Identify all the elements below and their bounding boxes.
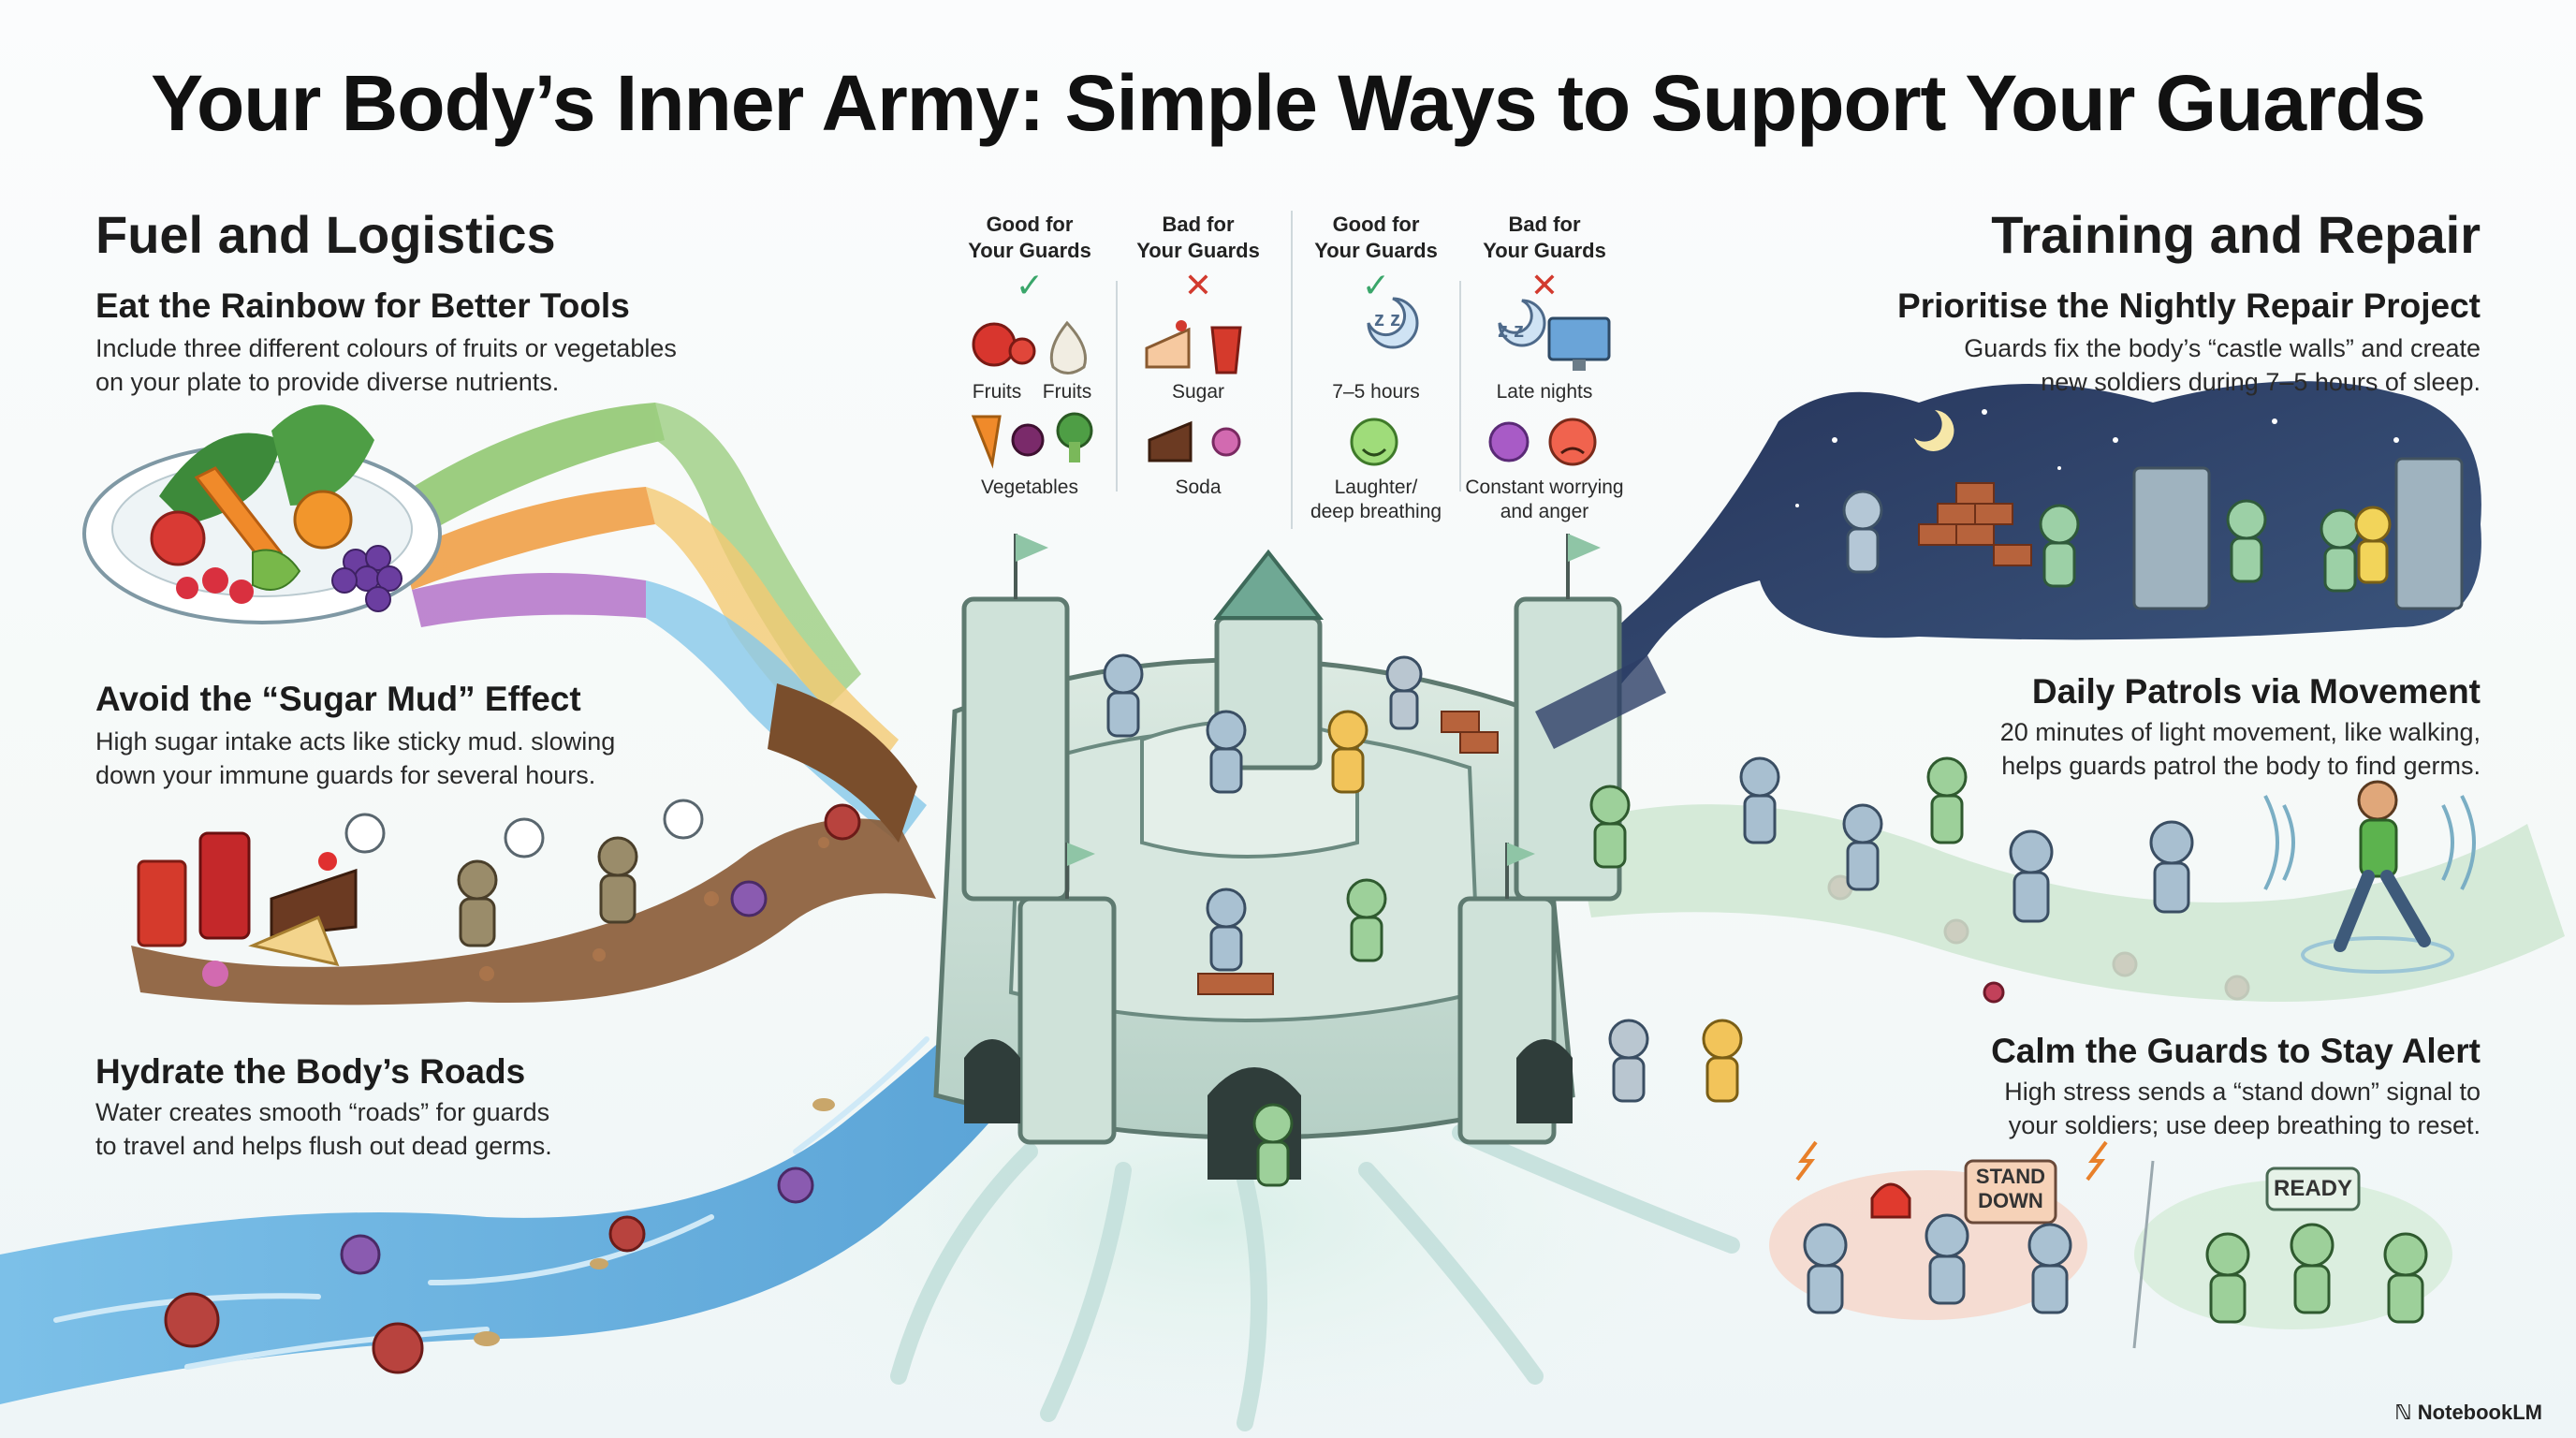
stress-scene <box>1769 1140 2452 1349</box>
zz-text: z z <box>1374 307 1401 330</box>
table-icons <box>971 297 1611 469</box>
soda-cup-icon <box>1210 326 1242 374</box>
germ-icon <box>1488 421 1530 462</box>
left-item-1-text: Include three different colours of fruit… <box>95 334 677 396</box>
table-label-late-nights: Late nights <box>1496 381 1593 403</box>
broccoli-icon <box>1056 412 1093 462</box>
beet-icon <box>1011 423 1045 457</box>
cross-icon: ✕ <box>1183 266 1213 304</box>
right-item-2-text: 20 minutes of light movement, like walki… <box>1999 718 2481 780</box>
castle-illustration <box>933 534 1743 1187</box>
right-item-1-heading: Prioritise the Nightly Repair Project <box>1897 286 2481 325</box>
cake-icon <box>1145 320 1191 369</box>
left-item-3-text: Water creates smooth “roads” for guards … <box>95 1098 552 1160</box>
left-item-3-heading: Hydrate the Body’s Roads <box>95 1052 526 1091</box>
table-label-sleep-hours: 7–5 hours <box>1332 381 1420 403</box>
patrol-path <box>1573 756 2565 1002</box>
check-icon: ✓ <box>1015 266 1045 304</box>
mud-road <box>131 683 936 1005</box>
left-section-heading: Fuel and Logistics <box>95 205 556 264</box>
table-label-soda: Soda <box>1175 477 1222 498</box>
zz-text: z z <box>1498 318 1525 342</box>
carrot-icon <box>971 415 1002 469</box>
left-item-1-heading: Eat the Rainbow for Better Tools <box>95 286 630 325</box>
page-title: Your Body’s Inner Army: Simple Ways to S… <box>151 59 2426 147</box>
right-item-3-text: High stress sends a “stand down” signal … <box>2004 1078 2481 1139</box>
produce-plate <box>82 404 442 624</box>
chocolate-cake-icon <box>1148 420 1193 462</box>
moon-sleep-icon <box>1367 297 1419 349</box>
table-label-vegetables: Vegetables <box>981 477 1078 498</box>
right-item-1-text: Guards fix the body’s “castle walls” and… <box>1964 334 2481 396</box>
table-label-sugar: Sugar <box>1171 381 1225 403</box>
moon-icon-2 <box>1498 299 1546 347</box>
garlic-icon <box>1049 320 1087 374</box>
laughing-face-icon <box>1350 418 1398 466</box>
table-label-fruits: Fruits <box>972 381 1022 403</box>
left-item-2-text: High sugar intake acts like sticky mud. … <box>95 727 616 789</box>
table-label-laughter: Laughter/deep breathing <box>1310 477 1442 522</box>
left-item-2-heading: Avoid the “Sugar Mud” Effect <box>95 680 581 718</box>
walker-figure <box>2301 780 2454 974</box>
brand-label: NotebookLM <box>2417 1401 2542 1424</box>
check-icon: ✓ <box>1361 266 1391 304</box>
notebooklm-logo-icon: ℕ <box>2394 1401 2412 1424</box>
right-item-2-heading: Daily Patrols via Movement <box>2031 672 2481 711</box>
cross-icon: ✕ <box>1530 266 1559 304</box>
apple-icon <box>972 322 1036 367</box>
splash-lines <box>731 1096 1740 1431</box>
monitor-icon <box>1547 316 1611 371</box>
ready-sign: READY <box>2273 1176 2352 1201</box>
angry-face-icon <box>1548 418 1597 466</box>
night-scene <box>1526 381 2481 768</box>
brand-mark: ℕ NotebookLM <box>2394 1401 2542 1425</box>
right-section-heading: Training and Repair <box>1991 205 2481 264</box>
table-label-fruits: Fruits <box>1042 381 1092 403</box>
candy-icon <box>1211 427 1241 457</box>
right-item-3-heading: Calm the Guards to Stay Alert <box>1991 1032 2481 1070</box>
